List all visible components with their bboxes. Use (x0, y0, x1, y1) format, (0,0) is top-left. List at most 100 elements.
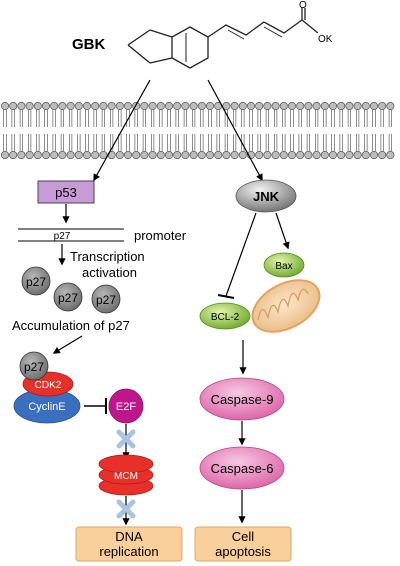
lipid-tail (323, 110, 327, 127)
lipid-tail (372, 134, 376, 151)
lipid-head (74, 102, 83, 111)
p27-molecule-label: p27 (96, 293, 116, 307)
lipid-head (99, 151, 108, 160)
lipid-head (107, 102, 116, 111)
lipid-tail (282, 134, 286, 151)
lipid-tail (388, 110, 392, 127)
lipid-tail (28, 134, 32, 151)
lipid-head (165, 102, 174, 111)
lipid-head (337, 151, 346, 160)
cell-apoptosis-line2: apoptosis (215, 544, 271, 559)
lipid-head (83, 151, 92, 160)
arrow-gbk-to-jnk (207, 79, 263, 182)
lipid-head (25, 102, 34, 111)
lipid-head (238, 151, 247, 160)
caspase9-label: Caspase-9 (211, 392, 274, 407)
lipid-tail (36, 110, 40, 127)
lipid-head (345, 151, 354, 160)
lipid-head (361, 151, 370, 160)
lipid-head (181, 102, 190, 111)
lipid-head (99, 102, 108, 111)
lipid-tail (265, 134, 269, 151)
p27-molecule-label: p27 (58, 291, 78, 305)
cell-apoptosis-box (194, 526, 292, 562)
lipid-tail (151, 110, 155, 127)
lipid-head (140, 102, 149, 111)
lipid-tail (69, 134, 73, 151)
lipid-head (353, 102, 362, 111)
lipid-head (9, 102, 18, 111)
lipid-head (9, 151, 18, 160)
lipid-head (17, 102, 26, 111)
lipid-head (304, 151, 313, 160)
lipid-head (0, 151, 10, 160)
lipid-tail (192, 110, 196, 127)
compound-salt-label: OK (318, 34, 333, 45)
lipid-head (173, 102, 182, 111)
lipid-tail (356, 110, 360, 127)
lipid-tail (216, 134, 220, 151)
lipid-tail (249, 134, 253, 151)
lipid-tail (77, 134, 81, 151)
lipid-head (115, 151, 124, 160)
lipid-head (328, 151, 337, 160)
lipid-tail (77, 110, 81, 127)
lipid-tail (52, 110, 56, 127)
cell-apoptosis-line1: Cell (232, 529, 255, 544)
lipid-tail (315, 134, 319, 151)
lipid-tail (331, 134, 335, 151)
lipid-tail (356, 134, 360, 151)
lipid-tail (364, 134, 368, 151)
lipid-tail (200, 134, 204, 151)
lipid-tail (101, 134, 105, 151)
lipid-tail (183, 110, 187, 127)
blocked-x-icon (116, 499, 136, 519)
lipid-tail (306, 134, 310, 151)
lipid-tail (134, 110, 138, 127)
p27-molecule: p27 (21, 266, 51, 296)
lipid-head (50, 151, 59, 160)
compound-name: GBK (72, 36, 106, 53)
lipid-tail (3, 134, 7, 151)
lipid-tail (118, 110, 122, 127)
lipid-tail (3, 110, 7, 127)
lipid-tail (290, 134, 294, 151)
inhibit-jnk-to-bcl2-bar (217, 294, 235, 299)
lipid-head (279, 151, 288, 160)
blocked-x-icon (116, 429, 136, 449)
lipid-tail (257, 134, 261, 151)
inhibit-jnk-to-bcl2 (225, 212, 257, 297)
lipid-tail (69, 110, 73, 127)
compound-o-label: O (299, 0, 307, 11)
lipid-head (263, 151, 272, 160)
lipid-head (58, 102, 67, 111)
cycline-label: CyclinE (28, 401, 65, 413)
lipid-tail (142, 134, 146, 151)
lipid-head (296, 151, 305, 160)
lipid-tail (372, 110, 376, 127)
mcm-complex (98, 454, 154, 496)
caspase6-label: Caspase-6 (211, 461, 274, 476)
transcription-label-line1: Transcription (70, 249, 145, 264)
lipid-tail (331, 110, 335, 127)
lipid-head (148, 151, 157, 160)
lipid-tail (85, 110, 89, 127)
lipid-head (328, 102, 337, 111)
lipid-tail (323, 134, 327, 151)
lipid-head (132, 151, 141, 160)
lipid-tail (60, 134, 64, 151)
lipid-tail (200, 110, 204, 127)
lipid-tail (208, 134, 212, 151)
bax-ellipse (263, 252, 305, 278)
lipid-head (91, 151, 100, 160)
jnk-ellipse (235, 179, 297, 213)
p27-molecule: p27 (91, 284, 121, 314)
lipid-tail (126, 110, 130, 127)
lipid-head (33, 151, 42, 160)
dna-replication-line1: DNA (115, 529, 143, 544)
lipid-head (279, 102, 288, 111)
lipid-head (83, 102, 92, 111)
lipid-head (312, 102, 321, 111)
lipid-head (181, 151, 190, 160)
lipid-head (0, 102, 10, 111)
